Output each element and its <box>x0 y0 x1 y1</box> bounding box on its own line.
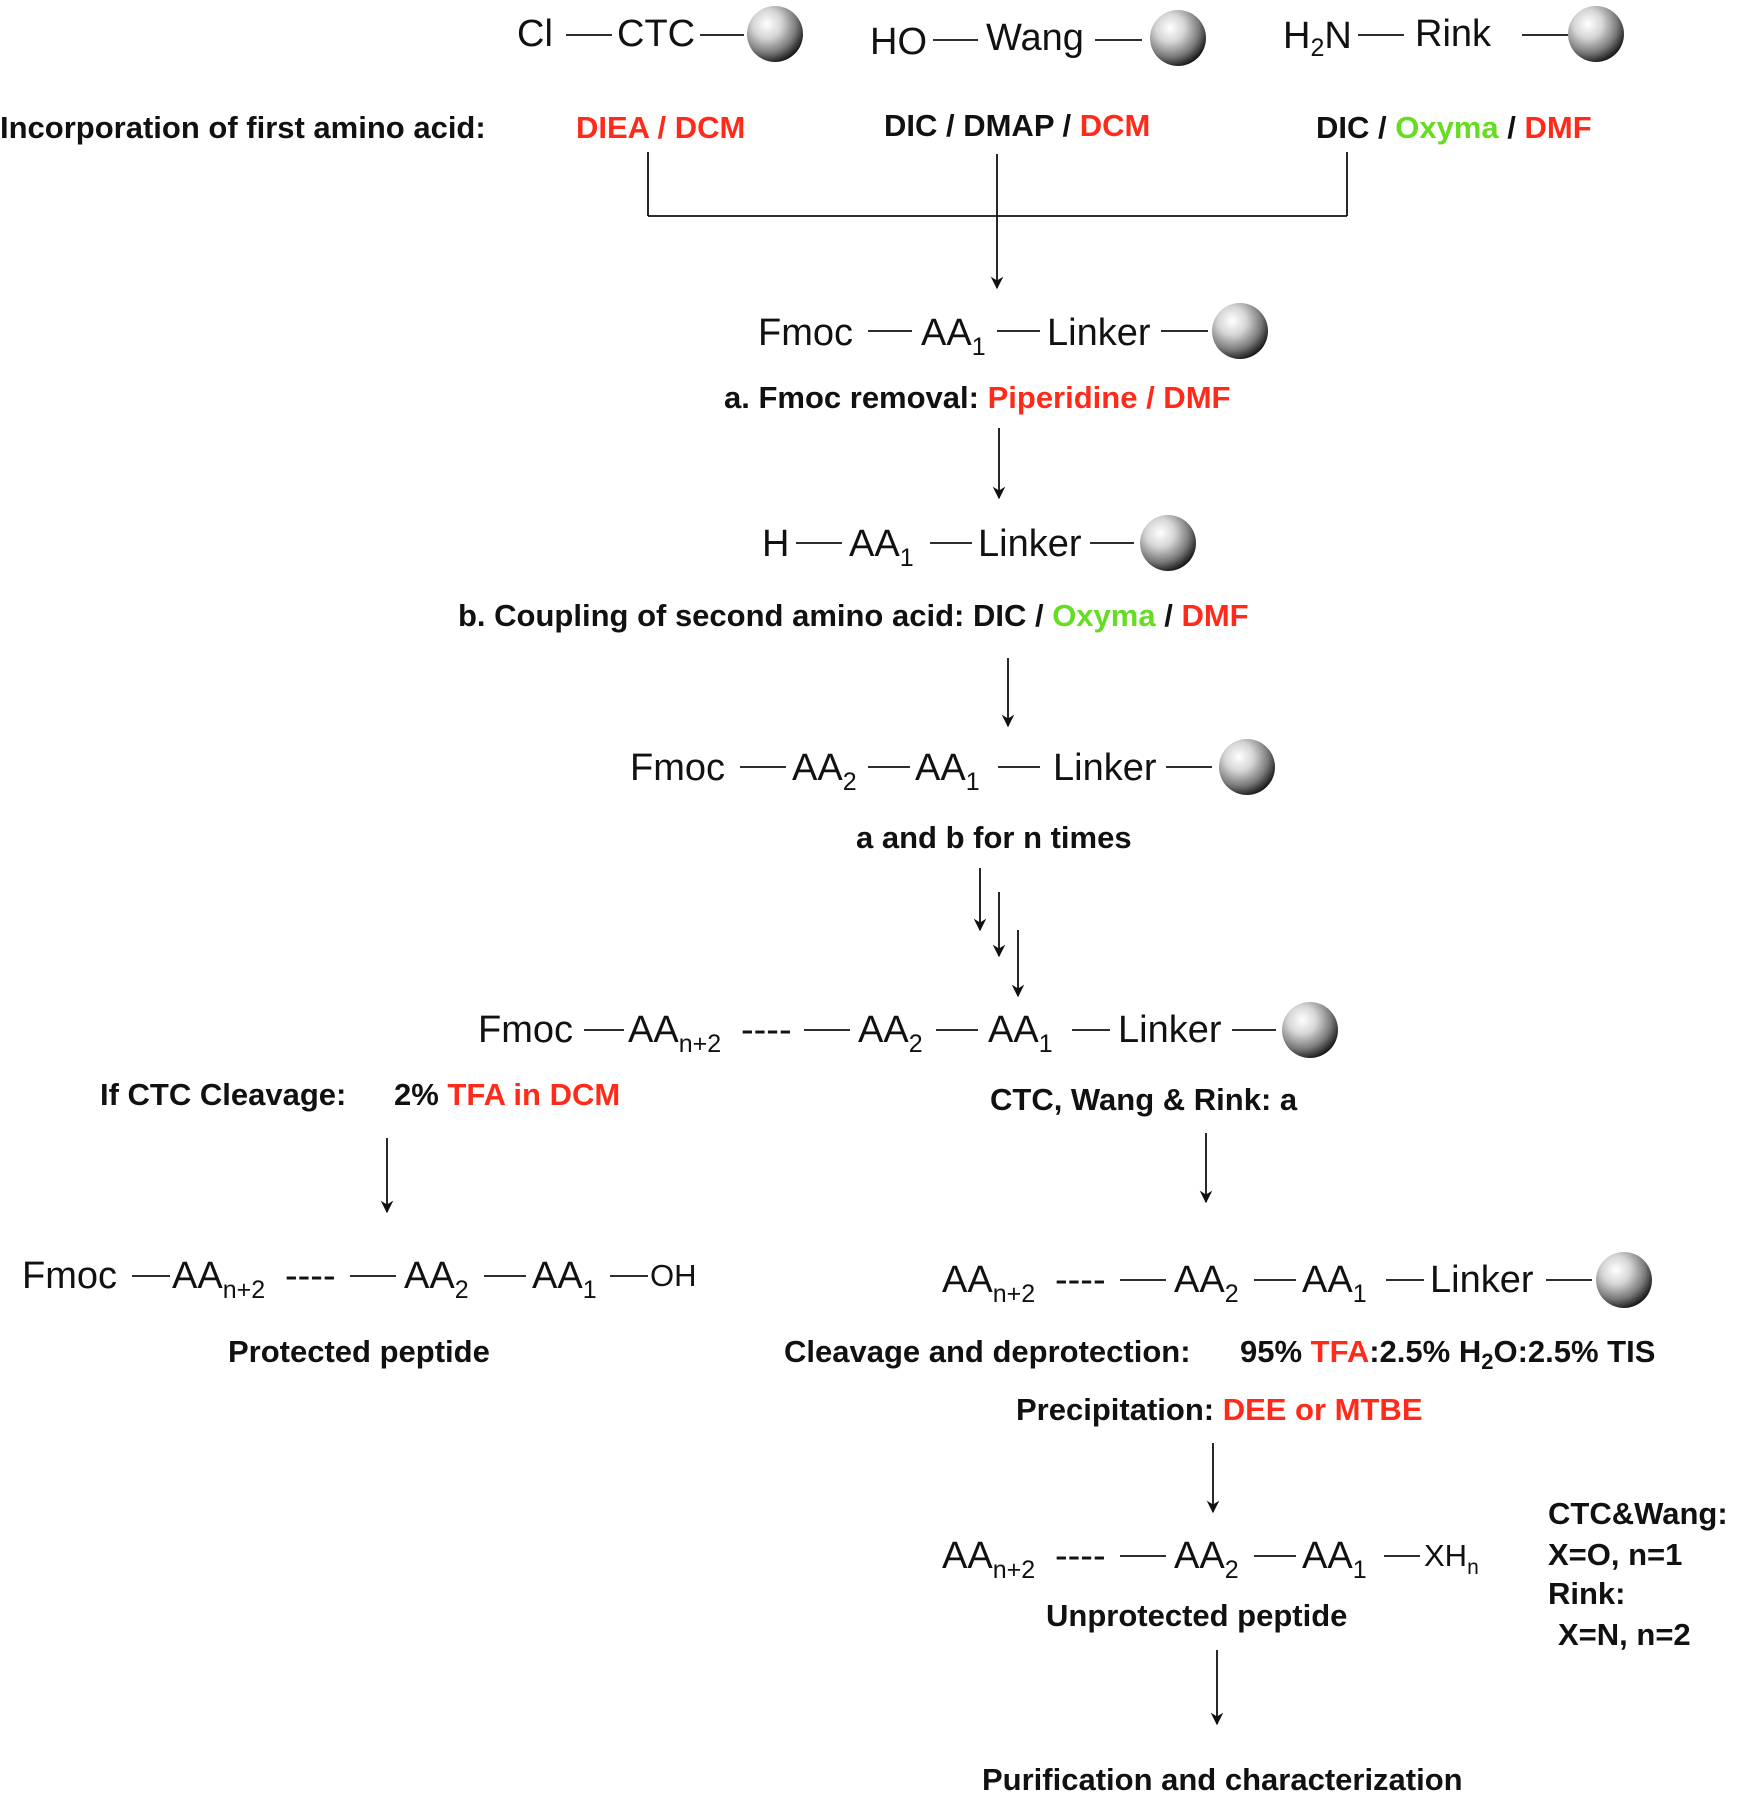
fmoc-aa2-aa1-resin: Fmoc AA2 AA1 Linker <box>630 739 1275 796</box>
aa1-unit: AA1 <box>921 312 986 361</box>
resin-bead-icon <box>1282 1002 1338 1058</box>
resin-bead-icon <box>1596 1252 1652 1308</box>
aa1-unit: AA1 <box>1302 1535 1367 1584</box>
fmoc-group: Fmoc <box>22 1255 117 1297</box>
aa1-unit: AA1 <box>532 1255 597 1304</box>
aan2-unit: AAn+2 <box>628 1009 721 1058</box>
linker-label: Linker <box>1053 747 1157 789</box>
aan2-unit: AAn+2 <box>942 1259 1035 1308</box>
linker-label: Linker <box>1118 1009 1222 1051</box>
resin-bead-icon <box>1568 6 1624 62</box>
unprotected-peptide-label: Unprotected peptide <box>1046 1598 1347 1633</box>
rink-resin: H2N Rink <box>1283 6 1624 62</box>
ctc-cleavage-label: If CTC Cleavage: <box>100 1077 346 1112</box>
aan2-unit: AAn+2 <box>942 1535 1035 1584</box>
unprotected-peptide-structure: AAn+2 ---- AA2 AA1 XHn <box>942 1535 1479 1584</box>
first-amino-acid-label: Incorporation of first amino acid: <box>0 110 486 145</box>
rink-amine-group: H2N <box>1283 15 1352 62</box>
wang-hydroxy-group: HO <box>870 21 927 63</box>
resin-bead-icon <box>1150 10 1206 66</box>
fmoc-group: Fmoc <box>478 1009 573 1051</box>
aa2-unit: AA2 <box>1174 1259 1239 1308</box>
chain-ellipsis: ---- <box>285 1255 336 1297</box>
aan2-unit: AAn+2 <box>172 1255 265 1304</box>
note-line: X=N, n=2 <box>1558 1617 1691 1652</box>
deprotected-peptide-resin: AAn+2 ---- AA2 AA1 Linker <box>942 1252 1652 1308</box>
fmoc-removal-step: a. Fmoc removal: Piperidine / DMF <box>724 380 1230 415</box>
resin-bead-icon <box>747 6 803 62</box>
x-definition-note: CTC&Wang: X=O, n=1 Rink: X=N, n=2 <box>1548 1496 1728 1652</box>
linker-label: Linker <box>1047 312 1151 354</box>
aa1-unit: AA1 <box>849 523 914 572</box>
precipitation-step: Precipitation: DEE or MTBE <box>1016 1392 1423 1427</box>
cleavage-cocktail: 95% TFA:2.5% H2O:2.5% TIS <box>1240 1334 1655 1374</box>
c-terminal-oh: OH <box>650 1258 697 1293</box>
linker-label: Linker <box>978 523 1082 565</box>
ctc-resin: Cl CTC <box>517 6 803 62</box>
protected-peptide-label: Protected peptide <box>228 1334 490 1369</box>
resin-bead-icon <box>1212 303 1268 359</box>
ctc-chloro-group: Cl <box>517 13 553 55</box>
ctc-cleavage-reagents: 2% TFA in DCM <box>394 1077 620 1112</box>
free-amine-h: H <box>762 523 789 565</box>
note-line: X=O, n=1 <box>1548 1537 1682 1572</box>
chain-ellipsis: ---- <box>1055 1259 1106 1301</box>
resin-bead-icon <box>1140 515 1196 571</box>
note-line: CTC&Wang: <box>1548 1496 1728 1531</box>
aa1-unit: AA1 <box>1302 1259 1367 1308</box>
h-aa1-resin: H AA1 Linker <box>762 515 1196 572</box>
fmoc-peptide-resin: Fmoc AAn+2 ---- AA2 AA1 Linker <box>478 1002 1338 1058</box>
repeat-cycles-label: a and b for n times <box>856 820 1132 855</box>
chain-ellipsis: ---- <box>1055 1535 1106 1577</box>
fmoc-group: Fmoc <box>758 312 853 354</box>
aa1-unit: AA1 <box>915 747 980 796</box>
wang-resin-label: Wang <box>986 17 1084 59</box>
rink-resin-label: Rink <box>1415 13 1492 55</box>
purification-label: Purification and characterization <box>982 1762 1463 1796</box>
linker-label: Linker <box>1430 1259 1534 1301</box>
wang-loading-reagents: DIC / DMAP / DCM <box>884 108 1150 143</box>
ctc-resin-label: CTC <box>617 13 695 55</box>
resin-bead-icon <box>1219 739 1275 795</box>
coupling-step: b. Coupling of second amino acid: DIC / … <box>458 598 1249 633</box>
aa2-unit: AA2 <box>858 1009 923 1058</box>
note-line: Rink: <box>1548 1576 1626 1611</box>
aa1-unit: AA1 <box>988 1009 1053 1058</box>
wang-resin: HO Wang <box>870 10 1206 66</box>
aa2-unit: AA2 <box>792 747 857 796</box>
cleavage-deprotection-label: Cleavage and deprotection: <box>784 1334 1191 1369</box>
protected-peptide-structure: Fmoc AAn+2 ---- AA2 AA1 OH <box>22 1255 697 1304</box>
all-resins-deprotection-label: CTC, Wang & Rink: a <box>990 1082 1298 1117</box>
rink-loading-reagents: DIC / Oxyma / DMF <box>1316 110 1592 145</box>
fmoc-group: Fmoc <box>630 747 725 789</box>
fmoc-aa1-resin: Fmoc AA1 Linker <box>758 303 1268 361</box>
aa2-unit: AA2 <box>404 1255 469 1304</box>
aa2-unit: AA2 <box>1174 1535 1239 1584</box>
chain-ellipsis: ---- <box>741 1009 792 1051</box>
ctc-loading-reagents: DIEA / DCM <box>576 110 745 145</box>
c-terminal-xhn: XHn <box>1424 1538 1479 1579</box>
